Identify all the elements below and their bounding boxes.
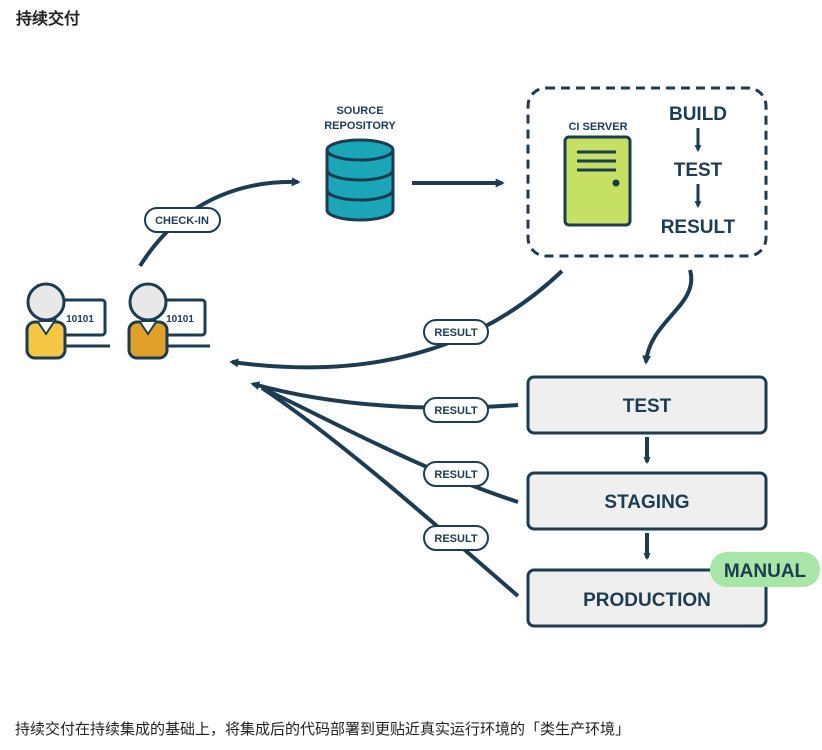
page-heading: 持续交付 [16, 9, 81, 28]
stage-test-box [526, 375, 768, 435]
production-result-label: RESULT [434, 533, 477, 545]
staging-result-pill [423, 461, 489, 487]
staging-result-label: RESULT [434, 469, 477, 481]
laptop-screen-text-2: 10101 [166, 314, 194, 325]
stage-production-label: PRODUCTION [583, 590, 711, 611]
server-icon [563, 135, 632, 227]
pipeline-test-label: TEST [674, 160, 723, 181]
developer-head-2 [128, 282, 168, 322]
stage-staging-label: STAGING [604, 492, 689, 513]
ci-result-label: RESULT [434, 327, 477, 339]
developer-collar-2 [139, 321, 157, 336]
staging-result-feedback-arrow [261, 386, 519, 504]
source-repository-label-line1: SOURCE [336, 105, 383, 117]
manual-badge-label: MANUAL [724, 561, 807, 582]
test-result-label: RESULT [434, 405, 477, 417]
page-caption: 持续交付在持续集成的基础上，将集成后的代码部署到更贴近真实运行环境的「类生产环境… [15, 720, 631, 738]
stage-production-box [526, 568, 768, 628]
developer-head-1 [26, 282, 66, 322]
test-result-pill [423, 397, 489, 423]
check-in-pill [144, 207, 221, 233]
stage-test-label: TEST [623, 396, 672, 417]
pipeline-build-label: BUILD [669, 104, 727, 125]
production-result-feedback-arrow [260, 386, 520, 598]
manual-badge [710, 552, 820, 587]
ci-result-feedback-arrow [229, 269, 564, 370]
pipeline-result-label: RESULT [661, 217, 736, 238]
stage-staging-box [526, 471, 768, 531]
ci-to-stages-arrow [642, 269, 694, 365]
production-result-pill [423, 525, 489, 551]
ci-server-label: CI SERVER [568, 121, 627, 133]
developer-2: 10101 [127, 282, 210, 360]
database-icon [325, 138, 395, 222]
developer-1: 10101 [25, 282, 110, 360]
check-in-arrow [138, 177, 301, 268]
check-in-label: CHECK-IN [155, 215, 209, 227]
ci-result-pill [423, 319, 489, 345]
laptop-screen-text-1: 10101 [66, 314, 94, 325]
source-repository-label-line2: REPOSITORY [324, 120, 396, 132]
developer-collar-1 [37, 321, 55, 336]
